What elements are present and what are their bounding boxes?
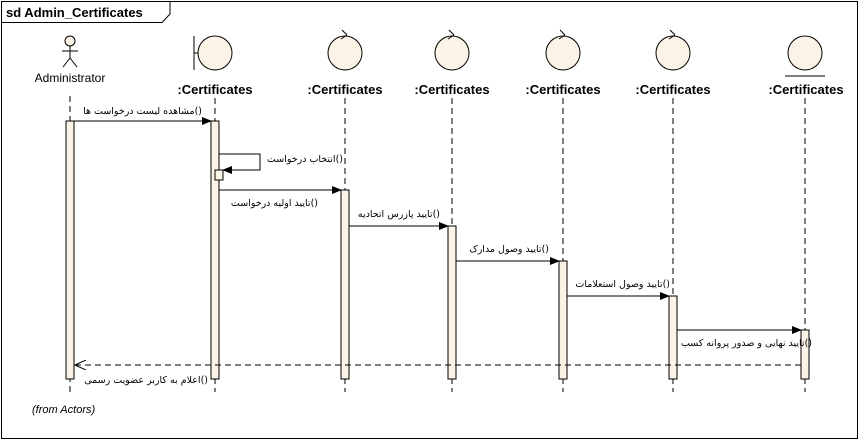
lifeline-name-control-1: :Certificates	[307, 82, 382, 97]
message-arrow-2-self	[219, 153, 261, 174]
message-label-6: تایید وصول استعلامات()	[575, 279, 670, 290]
message-label-3: تایید اولیه درخواست()	[231, 198, 318, 209]
lifeline-name-entity: :Certificates	[768, 82, 843, 97]
activation-control-2	[447, 225, 457, 380]
message-lines	[74, 117, 802, 365]
message-label-7: تایید نهایی و صدور پروانه کسب()	[681, 338, 812, 349]
activation-control-4	[668, 295, 678, 380]
activation-boundary	[210, 120, 220, 380]
lifeline-name-control-3: :Certificates	[525, 82, 600, 97]
control-icon-2	[434, 29, 470, 71]
activation-control-1	[340, 189, 350, 380]
control-icon-1	[327, 29, 363, 71]
lifeline-name-control-2: :Certificates	[414, 82, 489, 97]
boundary-icon	[193, 35, 233, 71]
message-label-8: اعلام به کاربر عضویت رسمی()	[84, 375, 208, 386]
frame-title: sd Admin_Certificates	[6, 5, 143, 20]
message-label-2: انتخاب درخواست()	[267, 154, 343, 165]
entity-icon	[785, 35, 825, 77]
activation-boundary-self	[214, 169, 224, 181]
activation-entity	[800, 329, 810, 380]
control-icon-3	[545, 29, 581, 71]
lifeline-name-administrator: Administrator	[35, 71, 106, 85]
lifeline-name-boundary: :Certificates	[177, 82, 252, 97]
frame-tab	[1, 1, 171, 23]
activation-administrator	[65, 120, 75, 380]
activations	[65, 120, 810, 380]
message-label-1: مشاهده لیست درخواست ها()	[83, 106, 202, 117]
actor-icon	[62, 35, 78, 68]
lifeline-name-control-4: :Certificates	[635, 82, 710, 97]
message-label-4: تایید پازرس اتحادیه()	[358, 209, 440, 220]
control-icon-4	[655, 29, 691, 71]
activation-control-3	[558, 260, 568, 380]
message-label-5: تایید وصول مدارک()	[469, 244, 549, 255]
from-actors-note: (from Actors)	[32, 404, 95, 416]
